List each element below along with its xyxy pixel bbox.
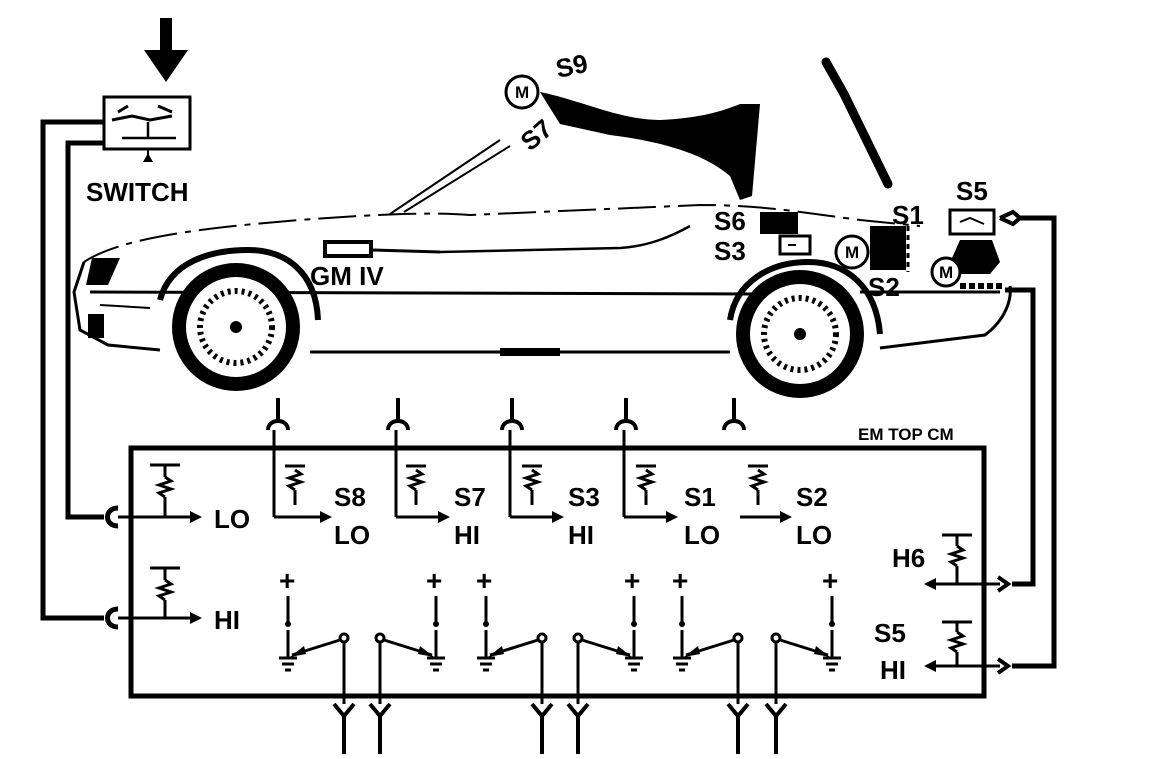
label-s6: S6: [714, 206, 746, 236]
switch-label: SWITCH: [86, 177, 189, 207]
connector-lo: [105, 505, 119, 529]
input-h6-name: H6: [892, 543, 925, 573]
input-s5-hi: [924, 620, 1012, 675]
input-s5-level: HI: [880, 655, 906, 685]
relay-pair-2: + +: [476, 565, 643, 704]
relay-pair-3: + +: [672, 565, 841, 704]
switch[interactable]: [102, 95, 192, 162]
svg-text:+: +: [279, 565, 295, 596]
sensor-s2-name: S2: [796, 482, 828, 512]
input-arrow: [144, 18, 188, 82]
label-s7: S7: [515, 113, 559, 156]
sensor-s2-level: LO: [796, 520, 832, 550]
control-module: [128, 445, 987, 699]
input-lo: [118, 463, 202, 523]
connector-hi: [105, 606, 119, 630]
car-illustration: M M M: [72, 57, 1012, 398]
label-s1: S1: [892, 200, 924, 230]
svg-text:+: +: [426, 565, 442, 596]
right-wires: [999, 209, 1057, 669]
input-hi-label: HI: [214, 605, 240, 635]
sensor-s8-level: LO: [334, 520, 370, 550]
sensor-input-s3: [500, 398, 564, 523]
svg-text:+: +: [476, 565, 492, 596]
module-label: EM TOP CM: [858, 425, 954, 444]
sensor-s3-name: S3: [568, 482, 600, 512]
svg-text:+: +: [672, 565, 688, 596]
sensor-s1-name: S1: [684, 482, 716, 512]
label-s3: S3: [714, 236, 746, 266]
sensor-s3-level: HI: [568, 520, 594, 550]
sensor-s7-name: S7: [454, 482, 486, 512]
sensor-s8-name: S8: [334, 482, 366, 512]
motor-a-label: M: [515, 83, 529, 102]
label-s5: S5: [956, 176, 988, 206]
output-connectors: [332, 702, 788, 754]
motor-b-label: M: [845, 243, 859, 262]
sensor-input-s8: [266, 398, 332, 523]
label-s9: S9: [553, 48, 590, 84]
label-gm-iv: GM IV: [310, 261, 384, 291]
motor-c-label: M: [939, 263, 953, 282]
svg-text:+: +: [822, 565, 838, 596]
input-s5-name: S5: [874, 618, 906, 648]
input-h6: [924, 533, 1012, 593]
svg-text:+: +: [624, 565, 640, 596]
sensor-s7-level: HI: [454, 520, 480, 550]
sensor-input-s1: [614, 398, 678, 523]
input-hi: [118, 566, 202, 624]
sensor-input-s7: [386, 398, 450, 523]
relay-pair-1: + +: [279, 565, 445, 704]
sensor-s1-level: LO: [684, 520, 720, 550]
sensor-input-s2: [722, 398, 792, 523]
switch-wires: [40, 119, 104, 621]
label-s2: S2: [868, 272, 900, 302]
input-lo-label: LO: [214, 504, 250, 534]
